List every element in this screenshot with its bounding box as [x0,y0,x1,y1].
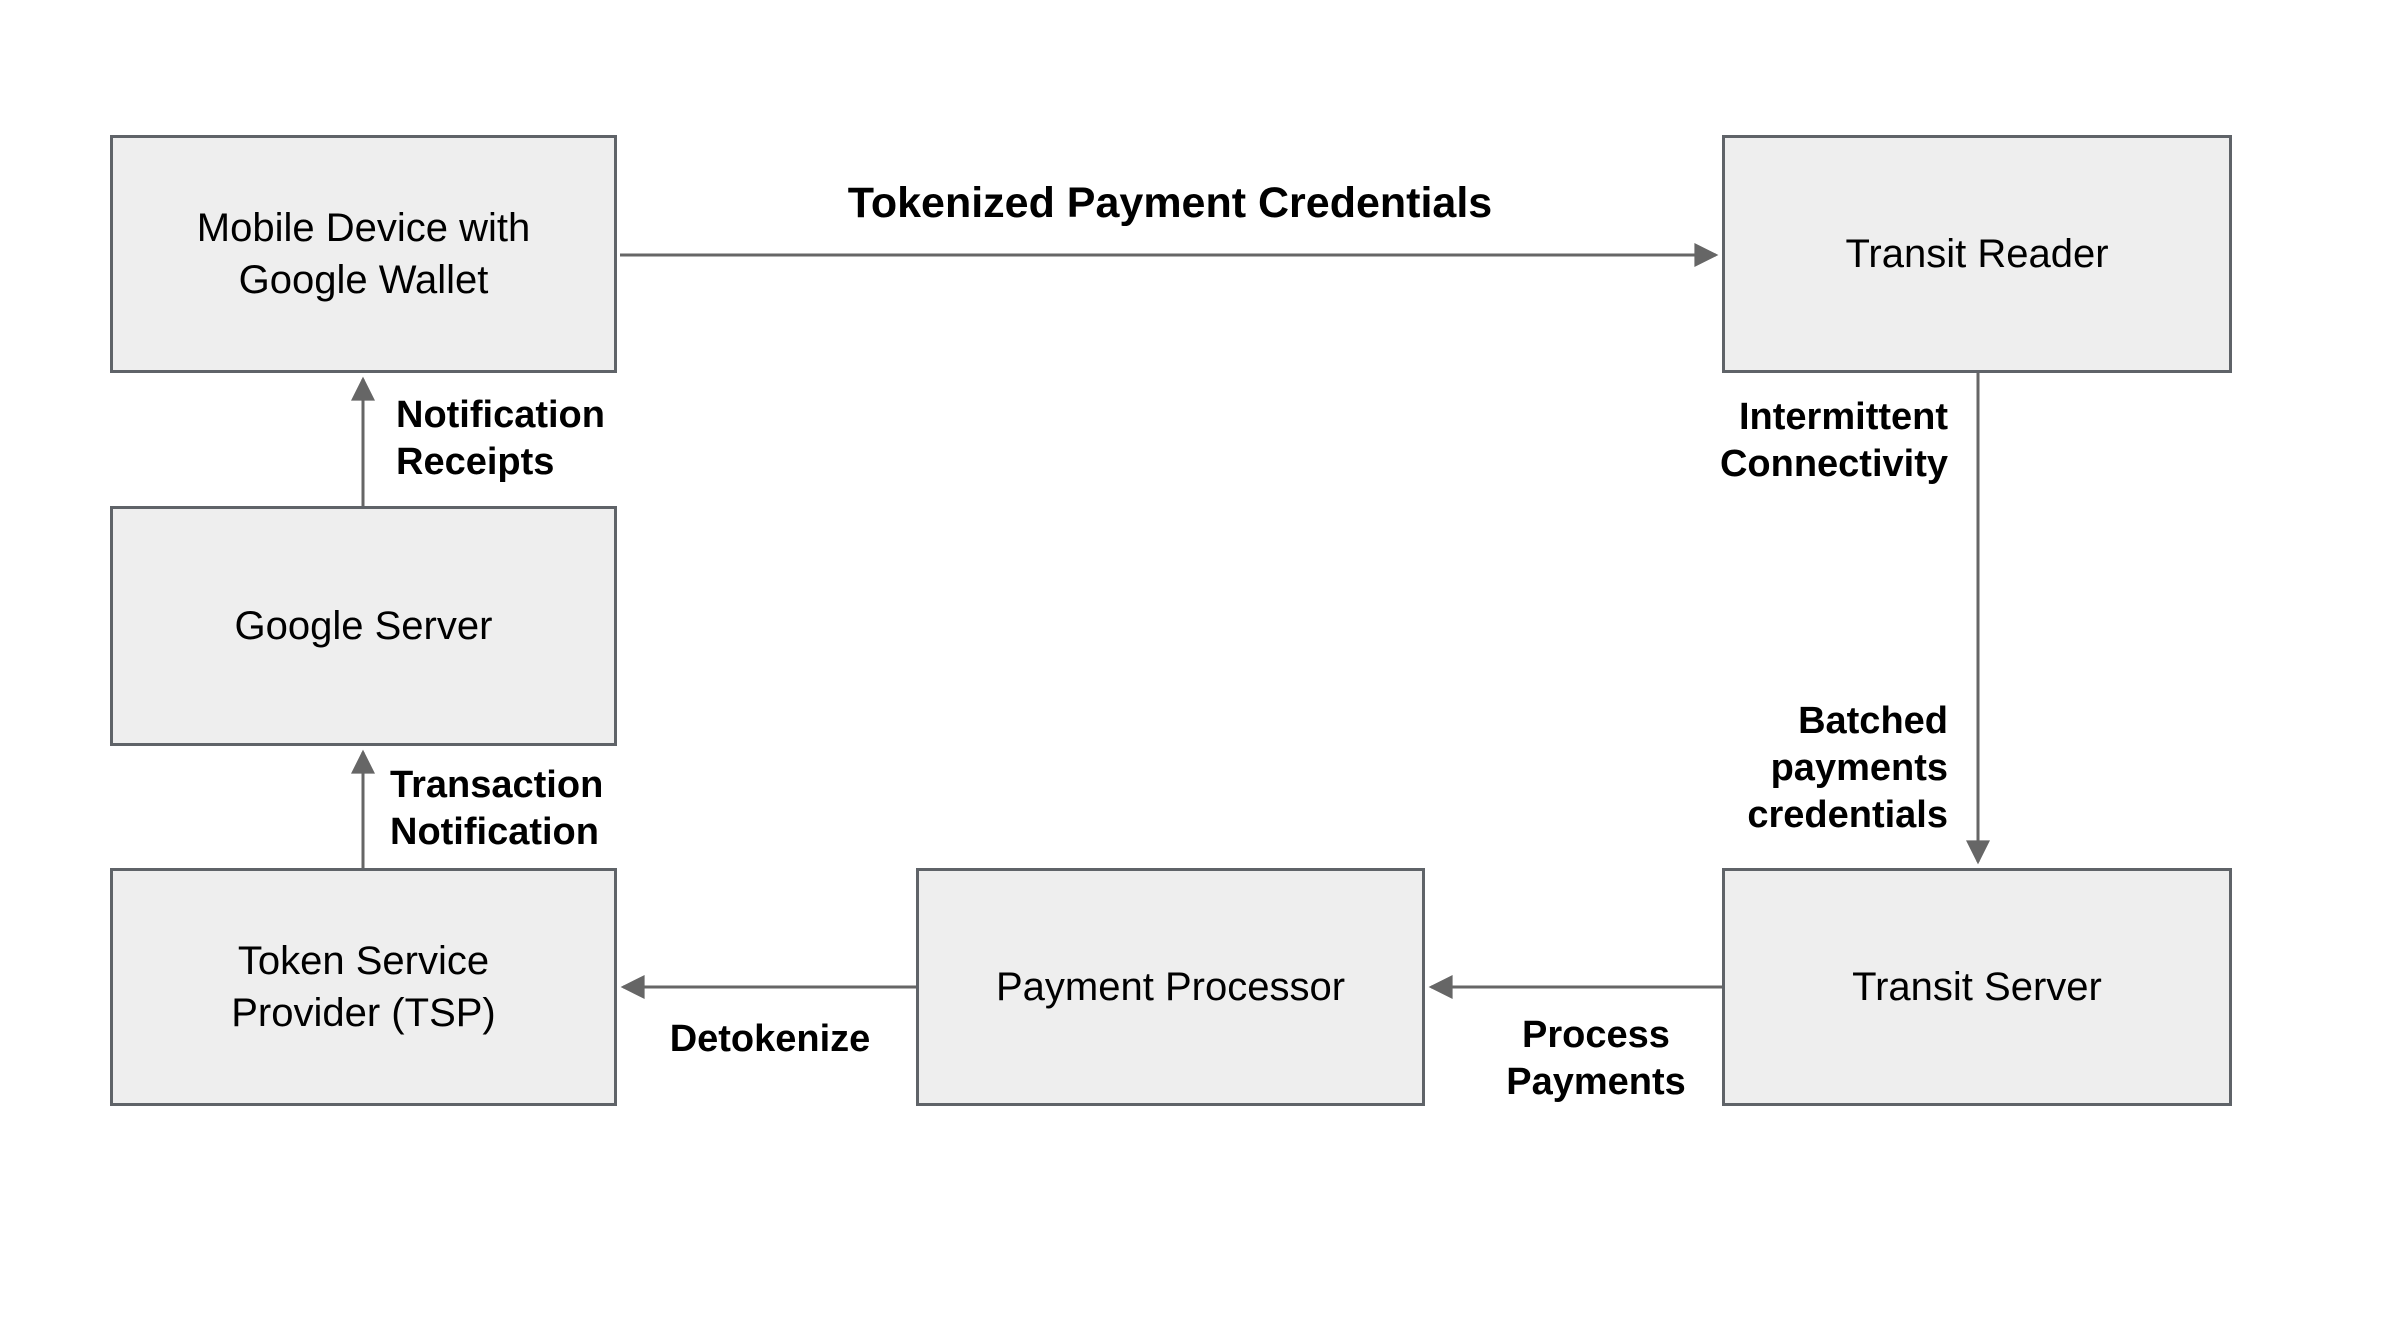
edge-label-line: Intermittent [1739,396,1948,438]
mobile-device-box: Mobile Device with Google Wallet [110,135,617,373]
edge-label-process-payments: Process Payments [1446,1012,1746,1106]
payment-processor-box: Payment Processor [916,868,1425,1106]
transit-reader-box: Transit Reader [1722,135,2232,373]
edge-label-transaction-notification: Transaction Notification [390,762,603,856]
token-service-provider-box: Token Service Provider (TSP) [110,868,617,1106]
box-label-line: Transit Server [1852,965,2102,1009]
edge-label-detokenize: Detokenize [620,1016,920,1063]
edge-label-line: Notification [390,811,599,854]
edge-label-line: Transaction [390,764,604,806]
edge-label-line: Notification [396,394,605,436]
google-server-box: Google Server [110,506,617,746]
edge-label-line: Process [1522,1014,1670,1056]
box-label-line: Google Wallet [238,258,489,302]
box-label-line: Google Server [234,604,493,648]
box-label-line: Payment Processor [995,965,1346,1009]
edge-label-line: credentials [1747,794,1948,837]
edge-label-notification-receipts: Notification Receipts [396,392,605,486]
edge-label-line: Receipts [396,441,555,484]
box-label-line: Mobile Device with [196,206,531,250]
edge-label-line: Tokenized Payment Credentials [847,179,1493,227]
box-label-line: Token Service [237,939,490,983]
edge-label-line: payments [1770,747,1948,790]
edge-label-tokenized-payment-credentials: Tokenized Payment Credentials [700,178,1640,230]
edge-label-intermittent-connectivity: Intermittent Connectivity [1500,394,1948,488]
edge-label-line: Payments [1506,1061,1686,1104]
edge-label-batched-payments-credentials: Batched payments credentials [1500,698,1948,839]
transit-server-box: Transit Server [1722,868,2232,1106]
box-label-line: Provider (TSP) [231,991,496,1035]
edge-label-line: Connectivity [1719,443,1948,486]
edge-label-line: Detokenize [669,1018,871,1060]
edge-label-line: Batched [1798,700,1948,742]
box-label-line: Transit Reader [1845,232,2109,276]
